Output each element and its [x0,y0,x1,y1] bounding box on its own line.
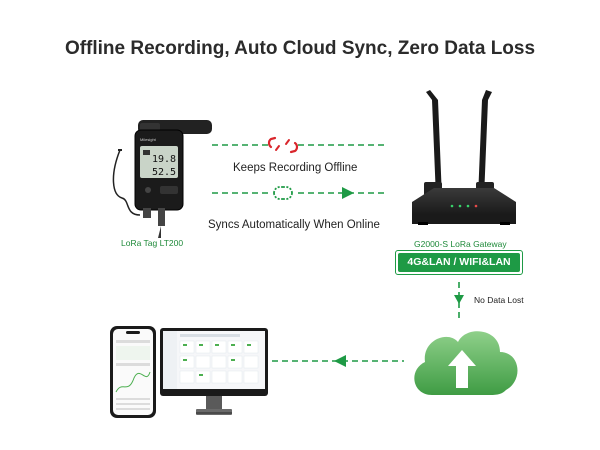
gateway-badge-frame [395,250,523,275]
device-reading-top: 19.8 [152,154,176,165]
connected-link-icon [273,186,293,200]
cloud-to-dashboard-line [272,355,404,367]
page-title: Offline Recording, Auto Cloud Sync, Zero… [64,38,536,59]
offline-label: Keeps Recording Offline [233,162,358,174]
lora-tag-device: Milesight 19.8 52.5 [112,120,212,238]
cloud-upload-icon [414,331,518,395]
device-label: LoRa Tag LT200 [121,238,184,248]
device-reading-bottom: 52.5 [152,167,176,178]
online-flow-line [212,187,384,199]
online-label: Syncs Automatically When Online [208,219,380,231]
broken-link-icon [267,136,299,154]
gateway-label: G2000-S LoRa Gateway [414,239,507,249]
device-brand: Milesight [140,137,157,142]
gateway-to-cloud-line [454,282,464,322]
phone-dashboard [110,326,156,418]
no-data-lost-label: No Data Lost [474,295,524,305]
gateway-connectivity-badge: 4G&LAN / WIFI&LAN [398,253,520,272]
gateway-device [412,90,516,225]
monitor-dashboard [160,328,268,415]
